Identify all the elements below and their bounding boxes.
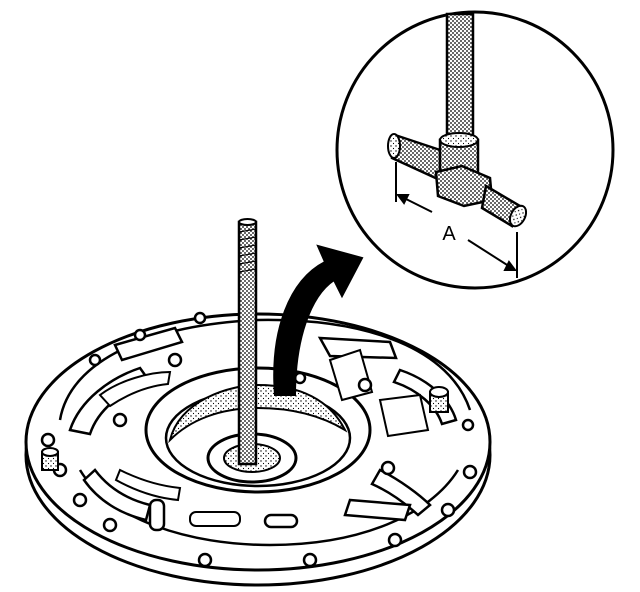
pump-body-plate xyxy=(24,311,492,587)
dowel-pin-left xyxy=(41,447,59,471)
dimension-a xyxy=(395,162,518,278)
dimension-label-a: A xyxy=(442,223,456,245)
gauge-rod xyxy=(237,218,258,466)
dowel-pin-right xyxy=(429,386,449,413)
callout-arrow xyxy=(273,244,364,396)
t-fitting xyxy=(387,132,528,228)
detail-callout-circle: A xyxy=(335,10,615,290)
detail-rod xyxy=(445,12,475,148)
